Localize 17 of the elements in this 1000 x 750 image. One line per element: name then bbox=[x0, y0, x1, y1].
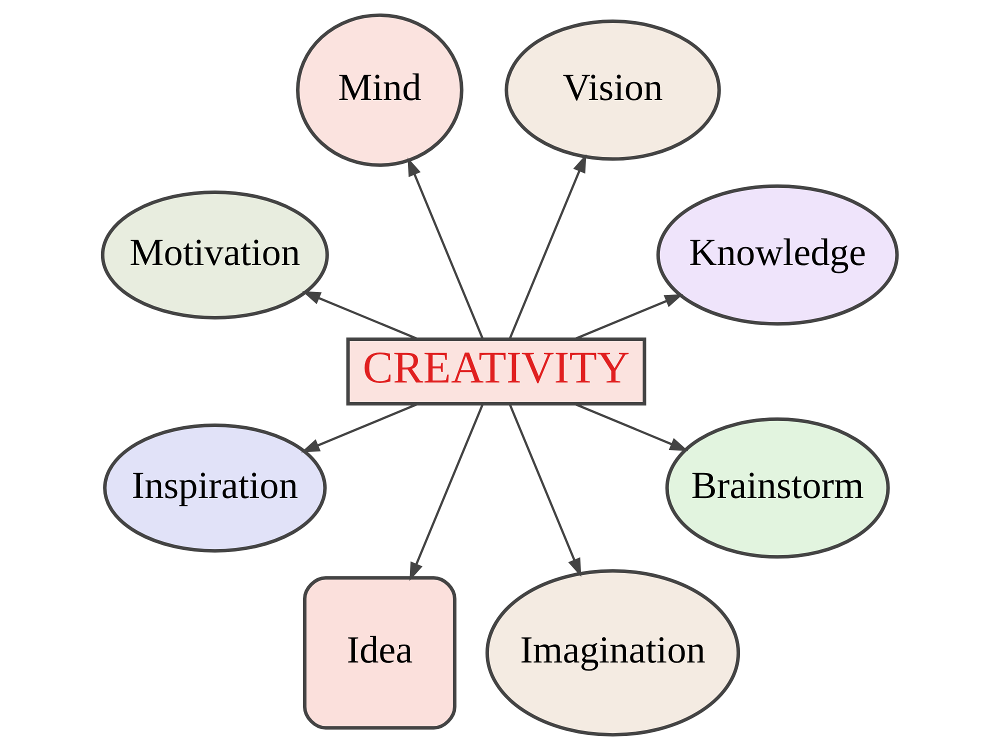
arrow bbox=[410, 403, 484, 581]
arrow bbox=[408, 157, 484, 340]
node-ellipse: Motivation bbox=[100, 190, 329, 320]
node-ellipse: Vision bbox=[504, 20, 721, 161]
node-ellipse: Brainstorm bbox=[665, 417, 890, 559]
arrow bbox=[301, 402, 418, 452]
arrow bbox=[508, 154, 586, 340]
arrow bbox=[508, 403, 582, 577]
arrow bbox=[574, 294, 684, 340]
arrow bbox=[574, 402, 688, 452]
arrow bbox=[302, 291, 418, 340]
node-ellipse: Inspiration bbox=[103, 424, 327, 553]
node-box: CREATIVITY bbox=[346, 338, 646, 406]
node-ellipse: Knowledge bbox=[656, 184, 899, 326]
node-box: Idea bbox=[302, 576, 456, 730]
node-circle: Mind bbox=[296, 13, 464, 167]
node-ellipse: Imagination bbox=[485, 569, 740, 737]
